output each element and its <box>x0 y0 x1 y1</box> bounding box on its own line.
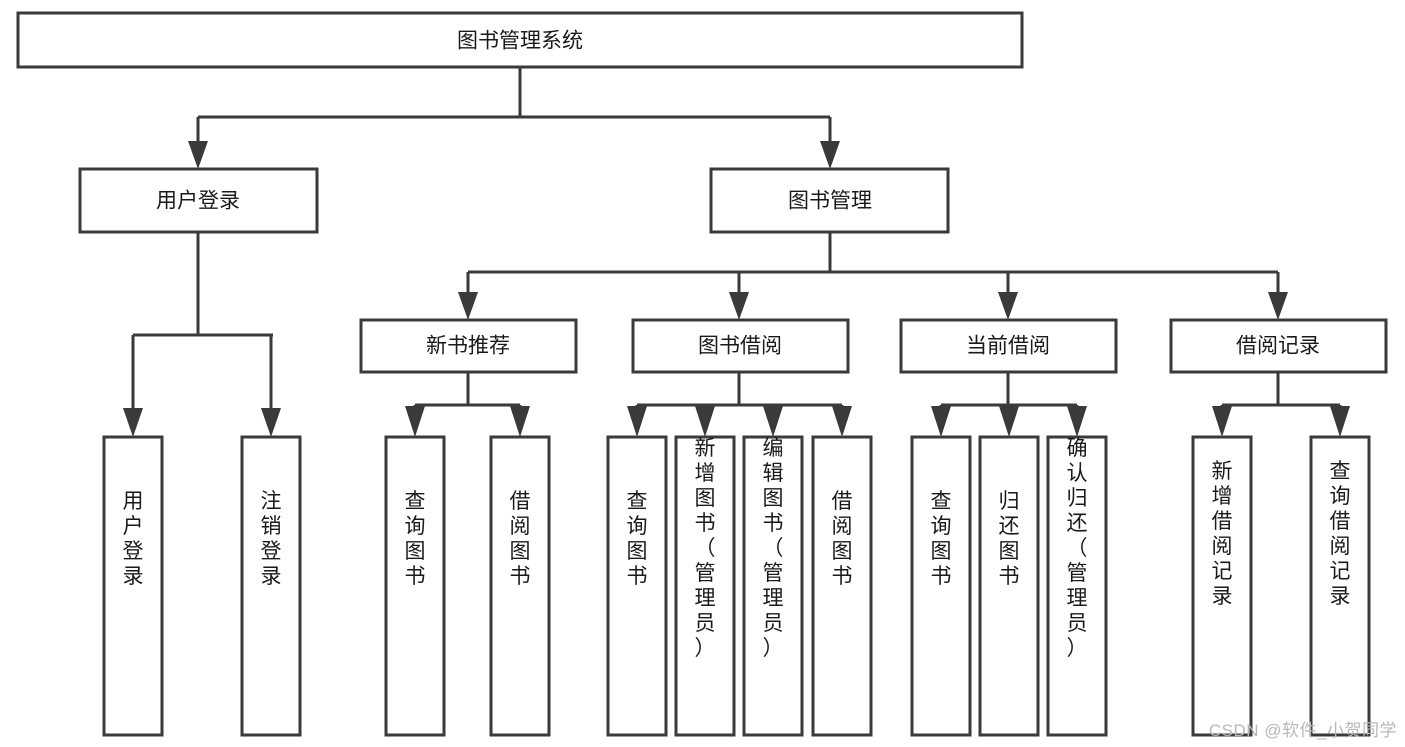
leaf-node-borrow-book-1[interactable]: 借阅图书 <box>489 435 551 737</box>
node-book-borrow[interactable]: 图书借阅 <box>631 318 850 374</box>
leaf-node-add-book[interactable]: 新增图书（管理员） <box>674 435 736 737</box>
node-box-shape <box>78 167 319 234</box>
node-label: 归还图书 <box>999 490 1020 588</box>
node-box-shape <box>1309 435 1371 737</box>
node-box-shape <box>1191 435 1253 737</box>
arrow-head-icon <box>832 406 852 437</box>
node-label: 当前借阅 <box>966 335 1050 358</box>
node-label: 新增借阅记录 <box>1212 460 1233 608</box>
arrow-head-icon <box>931 406 951 437</box>
node-label: 查询图书 <box>627 490 648 588</box>
node-book-management[interactable]: 图书管理 <box>709 167 950 234</box>
node-current-borrow[interactable]: 当前借阅 <box>899 318 1118 374</box>
node-box-shape <box>240 435 302 737</box>
arrow-head-icon <box>627 406 647 437</box>
arrow-head-icon <box>820 141 840 169</box>
arrow-head-icon <box>510 406 530 437</box>
leaf-node-edit-book[interactable]: 编辑图书（管理员） <box>742 435 804 737</box>
edge-group <box>123 67 1350 437</box>
arrow-head-icon <box>763 406 783 437</box>
node-root-title[interactable]: 图书管理系统 <box>16 11 1024 69</box>
node-box-shape <box>102 435 164 737</box>
arrow-head-icon <box>999 406 1019 437</box>
node-label: 新书推荐 <box>426 335 510 358</box>
leaf-node-query-record[interactable]: 查询借阅记录 <box>1309 435 1371 737</box>
node-box-shape <box>384 435 446 737</box>
leaf-node-query-book-2[interactable]: 查询图书 <box>606 435 668 737</box>
node-label: 注销登录 <box>261 490 282 588</box>
arrow-head-icon <box>729 292 749 320</box>
arrow-head-icon <box>1212 406 1232 437</box>
arrow-head-icon <box>261 408 281 437</box>
node-box-shape <box>709 167 950 234</box>
arrow-head-icon <box>1268 292 1288 320</box>
node-box-shape <box>674 435 736 737</box>
node-box-shape <box>359 318 578 374</box>
arrow-head-icon <box>695 406 715 437</box>
node-box-shape <box>811 435 873 737</box>
node-label: 编辑图书（管理员） <box>763 437 784 660</box>
arrow-head-icon <box>1330 406 1350 437</box>
arrow-head-icon <box>405 406 425 437</box>
node-box-shape <box>978 435 1040 737</box>
node-label: 图书借阅 <box>698 335 782 358</box>
node-new-book-recommend[interactable]: 新书推荐 <box>359 318 578 374</box>
node-box-shape <box>16 11 1024 69</box>
node-box-shape <box>742 435 804 737</box>
node-box-shape <box>489 435 551 737</box>
arrow-head-icon <box>458 292 478 320</box>
node-label: 确认归还（管理员） <box>1067 437 1088 660</box>
leaf-node-return-book[interactable]: 归还图书 <box>978 435 1040 737</box>
leaf-node-confirm-return[interactable]: 确认归还（管理员） <box>1046 435 1108 737</box>
leaf-node-user-login[interactable]: 用户登录 <box>102 435 164 737</box>
node-label: 借阅图书 <box>832 490 853 588</box>
node-label: 图书管理系统 <box>457 30 583 53</box>
node-box-shape <box>910 435 972 737</box>
node-label: 借阅记录 <box>1236 335 1320 358</box>
node-box-shape <box>899 318 1118 374</box>
watermark: CSDN @软件_小贺同学 <box>1208 721 1397 740</box>
node-label: 用户登录 <box>123 490 144 588</box>
node-box-shape <box>1046 435 1108 737</box>
node-label: 图书管理 <box>788 190 872 213</box>
node-box-shape <box>1169 318 1388 374</box>
arrow-head-icon <box>998 292 1018 320</box>
leaf-node-add-record[interactable]: 新增借阅记录 <box>1191 435 1253 737</box>
node-box-shape <box>631 318 850 374</box>
node-user-login[interactable]: 用户登录 <box>78 167 319 234</box>
leaf-node-user-logout[interactable]: 注销登录 <box>240 435 302 737</box>
node-label: 查询借阅记录 <box>1330 460 1351 608</box>
leaf-node-borrow-book-2[interactable]: 借阅图书 <box>811 435 873 737</box>
node-box-shape <box>606 435 668 737</box>
arrow-head-icon <box>188 141 208 169</box>
node-label: 借阅图书 <box>510 490 531 588</box>
node-label: 用户登录 <box>156 190 240 213</box>
arrow-head-icon <box>1067 406 1087 437</box>
arrow-head-icon <box>123 408 143 437</box>
node-borrow-record[interactable]: 借阅记录 <box>1169 318 1388 374</box>
node-label: 查询图书 <box>405 490 426 588</box>
node-label: 查询图书 <box>931 490 952 588</box>
node-label: 新增图书（管理员） <box>695 437 716 660</box>
leaf-node-query-book-1[interactable]: 查询图书 <box>384 435 446 737</box>
leaf-node-query-book-3[interactable]: 查询图书 <box>910 435 972 737</box>
